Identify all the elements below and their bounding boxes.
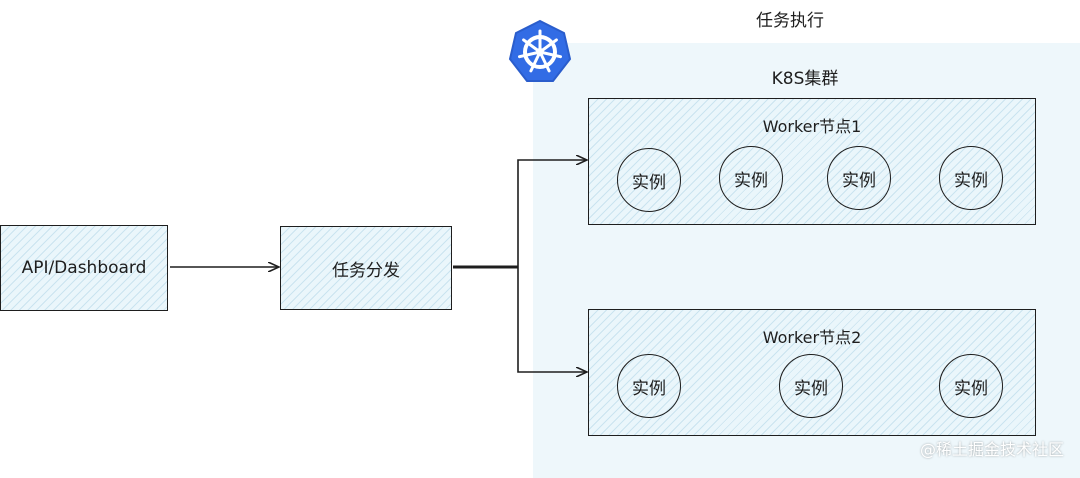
instance-circle: 实例 (719, 146, 783, 210)
worker-node-2-title: Worker节点2 (762, 328, 862, 347)
instance-circle: 实例 (779, 354, 843, 418)
kubernetes-helm-icon (508, 19, 572, 82)
instance-circle: 实例 (939, 146, 1003, 210)
watermark: @稀土掘金技术社区 (919, 440, 1064, 459)
cluster-title: K8S集群 (771, 69, 839, 89)
worker-node-1: Worker节点1 实例 实例 实例 实例 (588, 98, 1036, 225)
execution-title: 任务执行 (756, 11, 824, 31)
instance-circle: 实例 (827, 146, 891, 210)
instance-circle: 实例 (939, 354, 1003, 418)
worker-node-2: Worker节点2 实例 实例 实例 (588, 309, 1036, 436)
task-dispatch-label: 任务分发 (332, 260, 400, 281)
task-dispatch-box: 任务分发 (280, 226, 452, 310)
instance-circle: 实例 (617, 148, 681, 212)
api-dashboard-label: API/Dashboard (21, 258, 147, 278)
api-dashboard-box: API/Dashboard (0, 225, 168, 311)
instance-circle: 实例 (617, 354, 681, 418)
worker-node-1-title: Worker节点1 (762, 117, 862, 136)
